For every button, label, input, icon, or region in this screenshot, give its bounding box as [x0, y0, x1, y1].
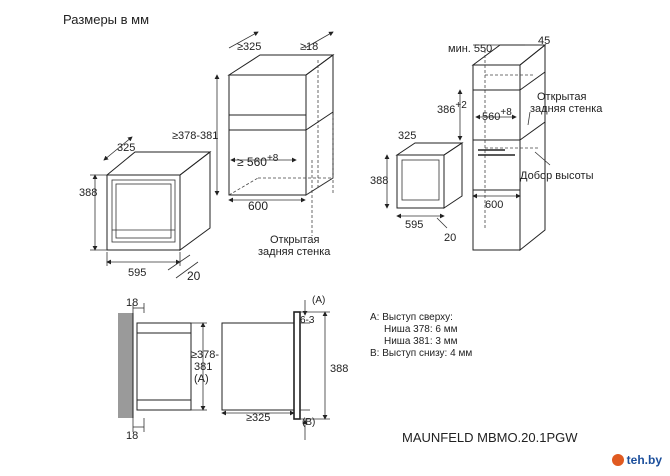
note-b: B: Выступ снизу: 4 мм: [370, 348, 472, 359]
microwave-depth-325: 325: [117, 142, 135, 154]
watermark-logo-icon: [611, 454, 624, 466]
column-depth-min550: мин. 550: [448, 43, 492, 55]
microwave-width-595: 595: [128, 267, 146, 279]
column-height-filler: Добор высоты: [520, 170, 594, 182]
column-depth-45: 45: [538, 35, 550, 47]
column-microwave-388: 388: [370, 175, 388, 187]
column-niche-height: 386+2: [437, 100, 467, 116]
section-height-381: 381: [194, 361, 212, 373]
note-niche-381: Ниша 381: 3 мм: [384, 336, 458, 347]
section-bottom-18: 18: [126, 430, 138, 442]
cabinet-niche-height: ≥378-381: [172, 130, 218, 142]
page-title: Размеры в мм: [63, 12, 149, 27]
cabinet-wall-18: ≥18: [300, 41, 318, 53]
note-niche-378: Ниша 378: 6 мм: [384, 324, 458, 335]
cabinet-niche-width: ≥ 560+8: [237, 153, 279, 169]
section-marker-a: (A): [312, 295, 325, 306]
watermark: teh.by: [609, 453, 664, 467]
cabinet-rear-label-1: Открытая: [270, 234, 319, 246]
watermark-text: teh.by: [626, 453, 662, 467]
column-width-600: 600: [485, 199, 503, 211]
section-a-label: (A): [194, 373, 209, 385]
microwave-frame-20: 20: [187, 269, 201, 283]
cabinet-depth-325: ≥325: [237, 41, 261, 53]
column-rear-label-1: Открытая: [537, 91, 586, 103]
cabinet-niche-view: [214, 31, 335, 236]
tall-cabinet-view: [384, 43, 551, 252]
cabinet-rear-label-2: задняя стенка: [258, 246, 331, 258]
column-microwave-325: 325: [398, 130, 416, 142]
section-marker-b: (B): [302, 417, 315, 428]
section-top-18: 18: [126, 297, 138, 309]
model-name: MAUNFELD MBMO.20.1PGW: [402, 430, 578, 445]
side-section-view: [118, 300, 330, 440]
note-a: A: Выступ сверху:: [370, 312, 453, 323]
column-microwave-595: 595: [405, 219, 423, 231]
microwave-front-view: [90, 136, 212, 279]
section-depth-325: ≥325: [246, 412, 270, 424]
microwave-height-388: 388: [79, 187, 97, 199]
column-rear-label-2: задняя стенка: [530, 103, 603, 115]
column-frame-20: 20: [444, 232, 456, 244]
section-height-378: ≥378-: [191, 349, 219, 361]
section-gap-6-3: 6-3: [300, 315, 315, 326]
section-height-388: 388: [330, 363, 348, 375]
column-niche-width: 560+8: [482, 107, 512, 123]
cabinet-width-600: 600: [248, 199, 268, 213]
